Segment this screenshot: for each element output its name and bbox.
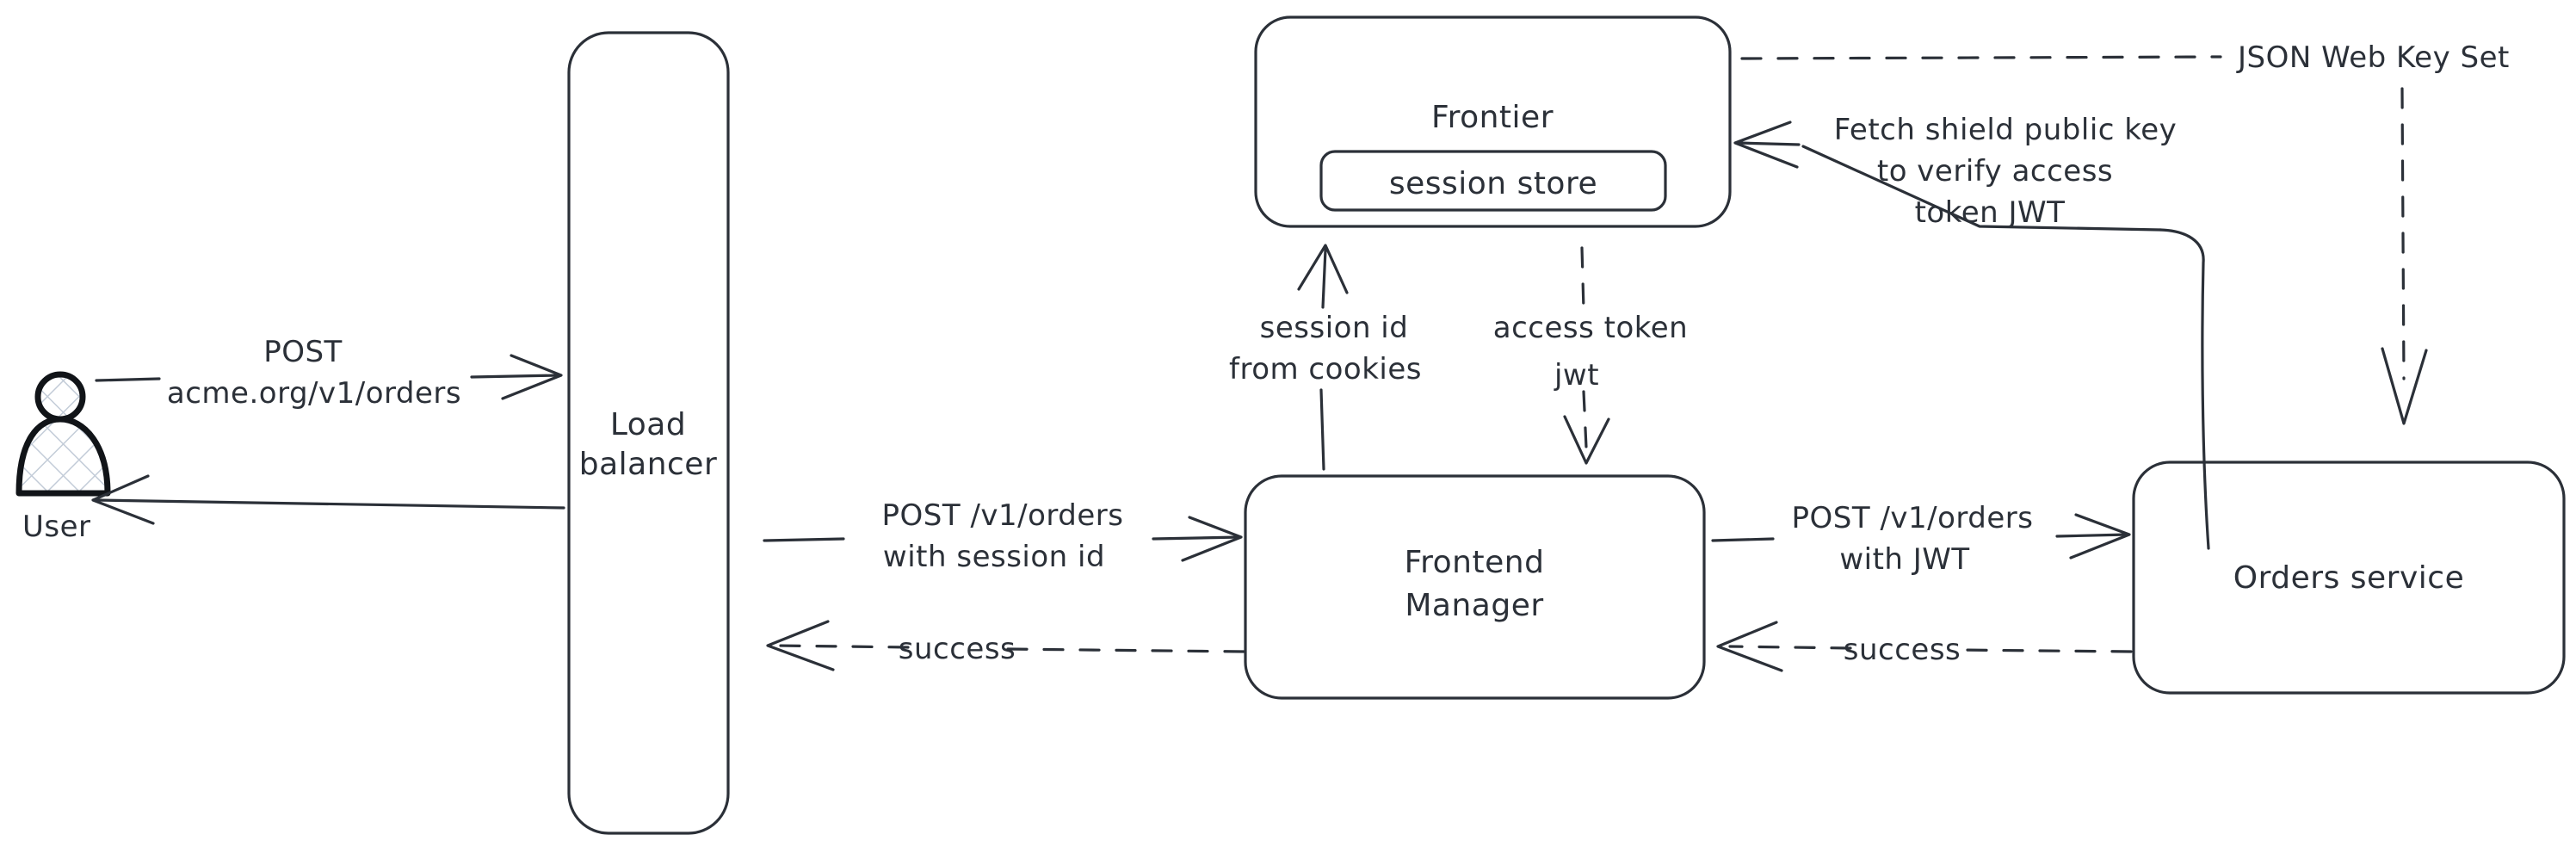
edge-lb-to-fm-label-line2: with session id xyxy=(883,540,1105,574)
edge-orders-to-frontend-manager: success xyxy=(1716,621,2133,672)
edge-frontier-to-orders-label: JSON Web Key Set xyxy=(2236,40,2510,75)
edge-fm-to-lb-label: success xyxy=(899,632,1016,666)
node-frontend-manager[interactable]: Frontend Manager xyxy=(1244,474,1706,700)
person-icon-head xyxy=(34,371,86,423)
edge-orders-to-fm-label: success xyxy=(1844,633,1961,667)
load-balancer-label-line2: balancer xyxy=(579,447,718,482)
edge-user-to-lb-label-line1: POST xyxy=(263,335,343,369)
orders-service-box xyxy=(2132,461,2566,695)
edge-frontier-to-orders: JSON Web Key Set xyxy=(1740,40,2510,425)
node-frontier[interactable]: Frontier session store xyxy=(1254,15,1732,228)
load-balancer-label-line1: Load xyxy=(610,407,686,442)
edge-fm-to-orders-label-line1: POST /v1/orders xyxy=(1792,501,2034,535)
edge-orders-to-frontier-label-line2: to verify access xyxy=(1877,154,2113,189)
edge-lb-to-fm-label-line1: POST /v1/orders xyxy=(882,498,1124,533)
edge-load-balancer-to-user xyxy=(91,474,565,525)
edge-orders-to-frontier: Fetch shield public key to verify access… xyxy=(1733,113,2210,550)
user-label: User xyxy=(22,510,91,544)
edge-frontend-manager-to-frontier: session id from cookies xyxy=(1229,244,1422,471)
edge-orders-to-frontier-label-line1: Fetch shield public key xyxy=(1834,113,2178,147)
session-store-box[interactable] xyxy=(1319,150,1667,212)
orders-service-label: Orders service xyxy=(2233,560,2464,596)
edge-fm-to-orders-label-line2: with JWT xyxy=(1839,542,1969,577)
session-store-label: session store xyxy=(1389,166,1597,201)
frontend-manager-label-line1: Frontend xyxy=(1405,545,1545,580)
node-orders-service[interactable]: Orders service xyxy=(2132,461,2566,695)
edge-fm-to-frontier-label-line2: from cookies xyxy=(1229,352,1422,386)
edge-frontend-manager-to-lb: success xyxy=(766,620,1245,671)
edge-user-to-lb-label-line2: acme.org/v1/orders xyxy=(167,376,461,411)
load-balancer-box xyxy=(567,31,730,835)
frontend-manager-box xyxy=(1244,474,1706,700)
edge-lb-to-frontend-manager: POST /v1/orders with session id xyxy=(763,498,1243,574)
edge-user-to-load-balancer: POST acme.org/v1/orders xyxy=(95,335,563,411)
edge-frontier-to-fm-label-line2: jwt xyxy=(1554,358,1599,393)
frontier-label: Frontier xyxy=(1431,100,1554,135)
edge-frontier-to-frontend-manager: access token jwt xyxy=(1493,246,1688,465)
node-user[interactable]: User xyxy=(15,371,111,544)
frontend-manager-label-line2: Manager xyxy=(1405,588,1543,623)
edge-frontier-to-fm-label-line1: access token xyxy=(1493,311,1688,345)
node-load-balancer[interactable]: Load balancer xyxy=(567,31,730,835)
person-icon-body xyxy=(15,416,111,497)
edge-orders-to-frontier-label-line3: token JWT xyxy=(1915,195,2066,230)
edge-frontend-manager-to-orders: POST /v1/orders with JWT xyxy=(1711,501,2131,577)
edge-fm-to-frontier-label-line1: session id xyxy=(1260,311,1409,345)
